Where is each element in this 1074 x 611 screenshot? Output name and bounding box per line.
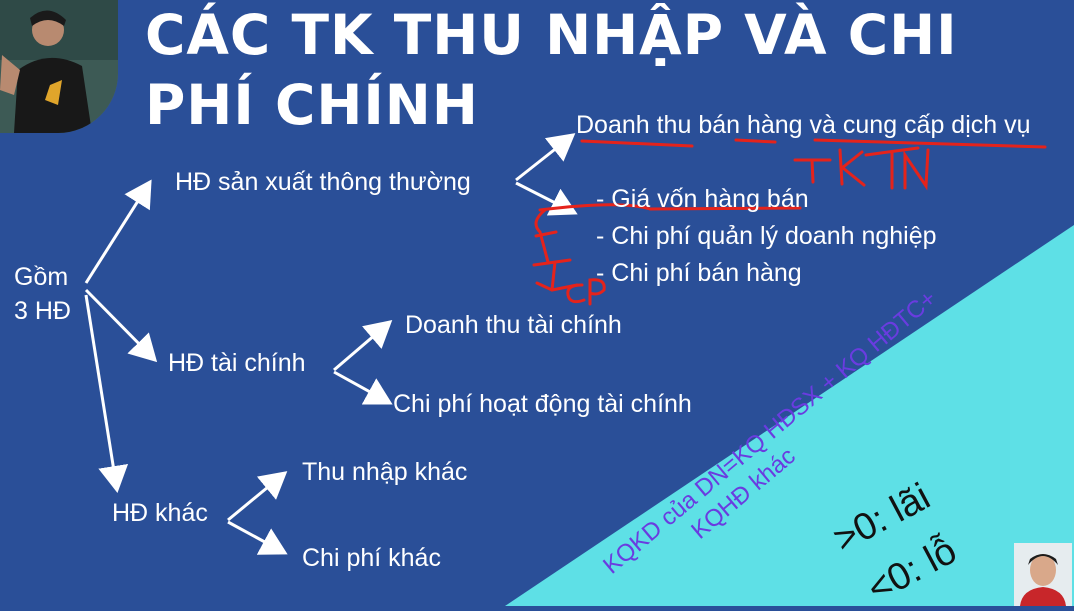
root-line-1: Gồm <box>14 263 69 291</box>
handwritten-tkcp <box>532 208 606 306</box>
arrow-root-to-khac <box>84 294 129 493</box>
sxkd-expense-list: - Giá vốn hàng bán - Chi phí quản lý doa… <box>596 181 937 292</box>
arrow-khac-to-revenue <box>227 471 288 522</box>
branch-taichinh-label: HĐ tài chính <box>168 349 306 377</box>
sxkd-revenue-label: Doanh thu bán hàng và cung cấp dịch vụ <box>576 111 1031 139</box>
sxkd-expense-item: - Giá vốn hàng bán <box>596 185 809 213</box>
red-underline-cogs <box>538 203 802 212</box>
branch-sxkd-label: HĐ sản xuất thông thường <box>175 168 471 196</box>
handwritten-tktn <box>793 146 930 191</box>
branch-khac-label: HĐ khác <box>112 499 208 527</box>
root-node: Gồm 3 HĐ <box>14 260 71 328</box>
arrow-sxkd-to-revenue <box>515 133 576 182</box>
sxkd-expense-item: - Chi phí quản lý doanh nghiệp <box>596 222 937 250</box>
presenter-webcam-top <box>0 0 118 133</box>
arrow-root-to-taichinh <box>84 288 158 363</box>
root-line-2: 3 HĐ <box>14 297 71 325</box>
taichinh-revenue-label: Doanh thu tài chính <box>405 311 622 339</box>
presenter-webcam-bottom <box>1014 543 1072 606</box>
presenter-image <box>1014 543 1072 606</box>
arrow-tc-to-expense <box>333 370 393 405</box>
khac-expense-label: Chi phí khác <box>302 544 441 572</box>
arrow-root-to-sxkd <box>84 179 152 284</box>
arrow-tc-to-revenue <box>333 320 393 372</box>
sxkd-expense-item: - Chi phí bán hàng <box>596 259 802 287</box>
arrow-khac-to-expense <box>227 520 288 555</box>
cyan-corner-background <box>505 225 1074 606</box>
red-underline-revenue <box>580 138 1047 149</box>
khac-revenue-label: Thu nhập khác <box>302 458 468 486</box>
slide-title-text: CÁC TK THU NHẬP VÀ CHI PHÍ CHÍNH <box>145 3 958 137</box>
presenter-image <box>0 0 118 133</box>
slide-title: CÁC TK THU NHẬP VÀ CHI PHÍ CHÍNH <box>145 0 1045 140</box>
taichinh-expense-label: Chi phí hoạt động tài chính <box>393 390 692 418</box>
